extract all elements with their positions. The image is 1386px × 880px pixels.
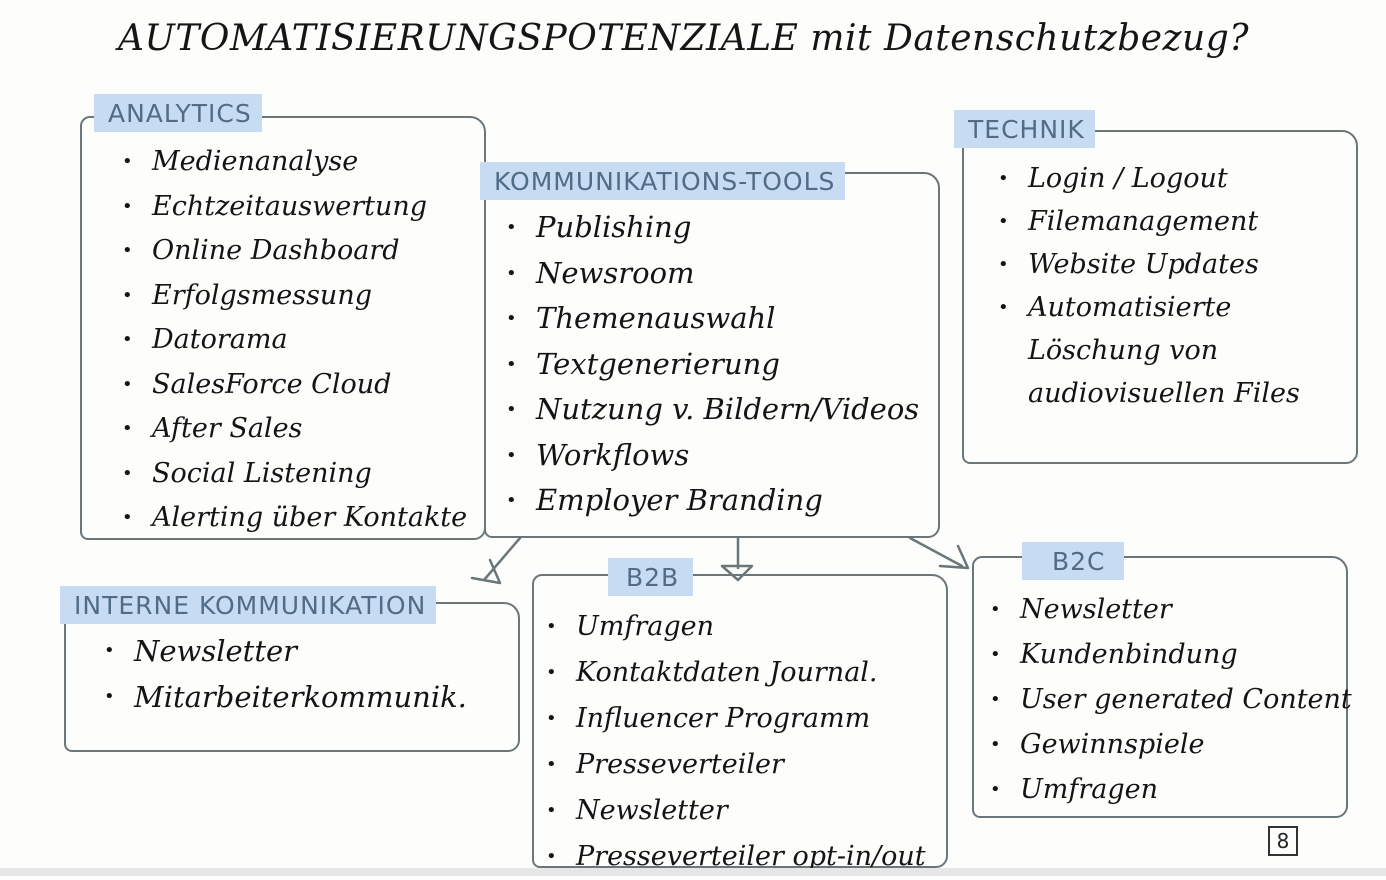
list-item: Kontaktdaten Journal.	[546, 650, 926, 696]
list-item: Login / Logout	[998, 158, 1300, 201]
list-item: Umfragen	[990, 768, 1352, 813]
list-item: Mitarbeiterkommunik.	[104, 674, 467, 720]
analytics-list: Medienanalyse Echtzeitauswertung Online …	[122, 140, 467, 541]
page-title: AUTOMATISIERUNGSPOTENZIALE mit Datenschu…	[118, 18, 1250, 59]
b2c-label: B2C	[1022, 542, 1124, 580]
list-item: Presseverteiler opt-in/out	[546, 834, 926, 880]
list-item: Medienanalyse	[122, 140, 467, 185]
list-item: Echtzeitauswertung	[122, 185, 467, 230]
list-item: Newsroom	[506, 251, 919, 297]
list-item: Themenauswahl	[506, 296, 919, 342]
list-item: Newsletter	[990, 588, 1352, 633]
list-item: Workflows	[506, 433, 919, 479]
list-item: Newsletter	[546, 788, 926, 834]
kommunikations-tools-list: Publishing Newsroom Themenauswahl Textge…	[506, 205, 919, 524]
list-item: Erfolgsmessung	[122, 274, 467, 319]
list-item-continuation: Löschung von	[1028, 335, 1219, 366]
analytics-label: ANALYTICS	[94, 94, 262, 132]
list-item: Influencer Programm	[546, 696, 926, 742]
list-item: Datorama	[122, 318, 467, 363]
page-bottom-edge	[0, 868, 1386, 876]
list-item: Nutzung v. Bildern/Videos	[506, 387, 919, 433]
list-item: Filemanagement	[998, 201, 1300, 244]
interne-kommunikation-label: INTERNE KOMMUNIKATION	[60, 586, 437, 624]
technik-list: Login / Logout Filemanagement Website Up…	[998, 158, 1300, 416]
list-item: Textgenerierung	[506, 342, 919, 388]
arrow-to-b2c	[908, 536, 970, 570]
list-item: Social Listening	[122, 452, 467, 497]
list-item: Presseverteiler	[546, 742, 926, 788]
list-item: Gewinnspiele	[990, 723, 1352, 768]
list-item: After Sales	[122, 407, 467, 452]
list-item-continuation: audiovisuellen Files	[1028, 378, 1300, 409]
list-item: Kundenbindung	[990, 633, 1352, 678]
b2b-list: Umfragen Kontaktdaten Journal. Influence…	[546, 604, 926, 880]
list-item: Umfragen	[546, 604, 926, 650]
page-number: 8	[1268, 826, 1298, 856]
list-item: Online Dashboard	[122, 229, 467, 274]
list-item: Automatisierte	[998, 287, 1300, 330]
technik-label: TECHNIK	[954, 110, 1095, 148]
kommunikations-tools-label: KOMMUNIKATIONS-TOOLS	[480, 162, 846, 200]
b2c-list: Newsletter Kundenbindung User generated …	[990, 588, 1352, 813]
b2b-label: B2B	[608, 558, 694, 596]
arrow-to-interne	[470, 536, 522, 585]
list-item: SalesForce Cloud	[122, 363, 467, 408]
list-item: Publishing	[506, 205, 919, 251]
list-item: Employer Branding	[506, 478, 919, 524]
interne-kommunikation-list: Newsletter Mitarbeiterkommunik.	[104, 628, 467, 720]
list-item: Alerting über Kontakte	[122, 496, 467, 541]
list-item: Website Updates	[998, 244, 1300, 287]
technik-box	[962, 130, 1358, 464]
list-item: Newsletter	[104, 628, 467, 674]
list-item: User generated Content	[990, 678, 1352, 723]
